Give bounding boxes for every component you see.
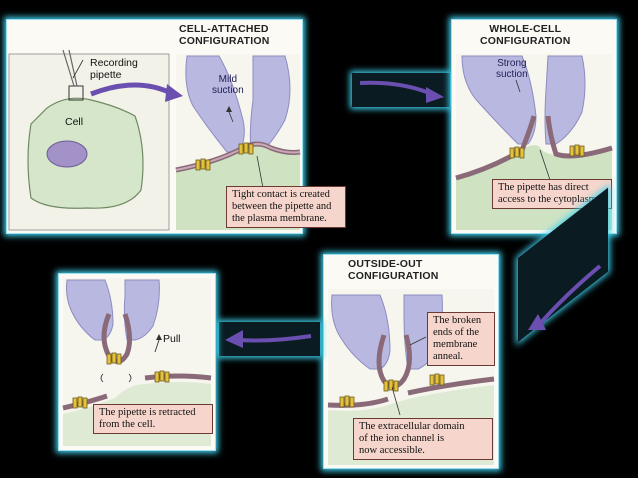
cell-attached-callout: Tight contact is created between the pip… <box>226 186 346 228</box>
retract-callout: The pipette is retracted from the cell. <box>93 404 213 434</box>
panel-whole-cell: WHOLE-CELL CONFIGURATION Strong suction … <box>451 19 617 234</box>
membrane-left <box>327 396 389 408</box>
arrow-to-retract <box>219 322 320 356</box>
recording-pipette-label: Recording pipette <box>90 57 138 81</box>
membrane-right <box>144 373 212 381</box>
arrow-right-icon <box>359 80 444 103</box>
outside-out-title: OUTSIDE-OUT CONFIGURATION <box>348 258 439 282</box>
whole-cell-callout: The pipette has direct access to the cyt… <box>492 179 612 209</box>
ion-channel <box>509 144 585 159</box>
panel-outside-out: OUTSIDE-OUT CONFIGURATION The broken end… <box>323 254 499 469</box>
pull-arrow-icon <box>156 334 162 340</box>
ion-channel <box>72 352 170 409</box>
whole-cell-title: WHOLE-CELL CONFIGURATION <box>480 23 571 47</box>
zoom-arrow <box>90 82 175 97</box>
cell-attached-title: CELL-ATTACHED CONFIGURATION <box>179 23 270 47</box>
membrane-right <box>407 376 495 396</box>
ion-channel <box>195 142 254 171</box>
micropipette-line <box>62 49 75 87</box>
pipette-right-wall <box>249 55 291 153</box>
mild-suction-label: Mild suction <box>212 74 244 96</box>
cell-nucleus <box>46 140 88 168</box>
pipette-right-wall <box>544 55 586 145</box>
pipette-left-wall <box>461 55 537 145</box>
annealed-ends-callout: The broken ends of the membrane anneal. <box>427 312 495 366</box>
cell-attached-illustration <box>8 49 301 231</box>
membrane-right <box>545 115 613 159</box>
arrow-left-icon <box>225 330 312 348</box>
panel-retract: Pull The pipette is retracted from the c… <box>58 273 216 451</box>
panel-cell-attached: CELL-ATTACHED CONFIGURATION Recording pi… <box>6 19 346 234</box>
cell-label: Cell <box>65 116 84 128</box>
arrow-diagonal-icon <box>528 264 602 330</box>
pipette-zoom-box <box>68 85 84 101</box>
ion-channel <box>339 373 445 408</box>
pull-label: Pull <box>163 333 181 345</box>
arrow-to-whole-cell <box>352 73 450 107</box>
extracellular-domain-callout: The extracellular domain of the ion chan… <box>353 418 493 460</box>
strong-suction-label: Strong suction <box>496 58 528 80</box>
